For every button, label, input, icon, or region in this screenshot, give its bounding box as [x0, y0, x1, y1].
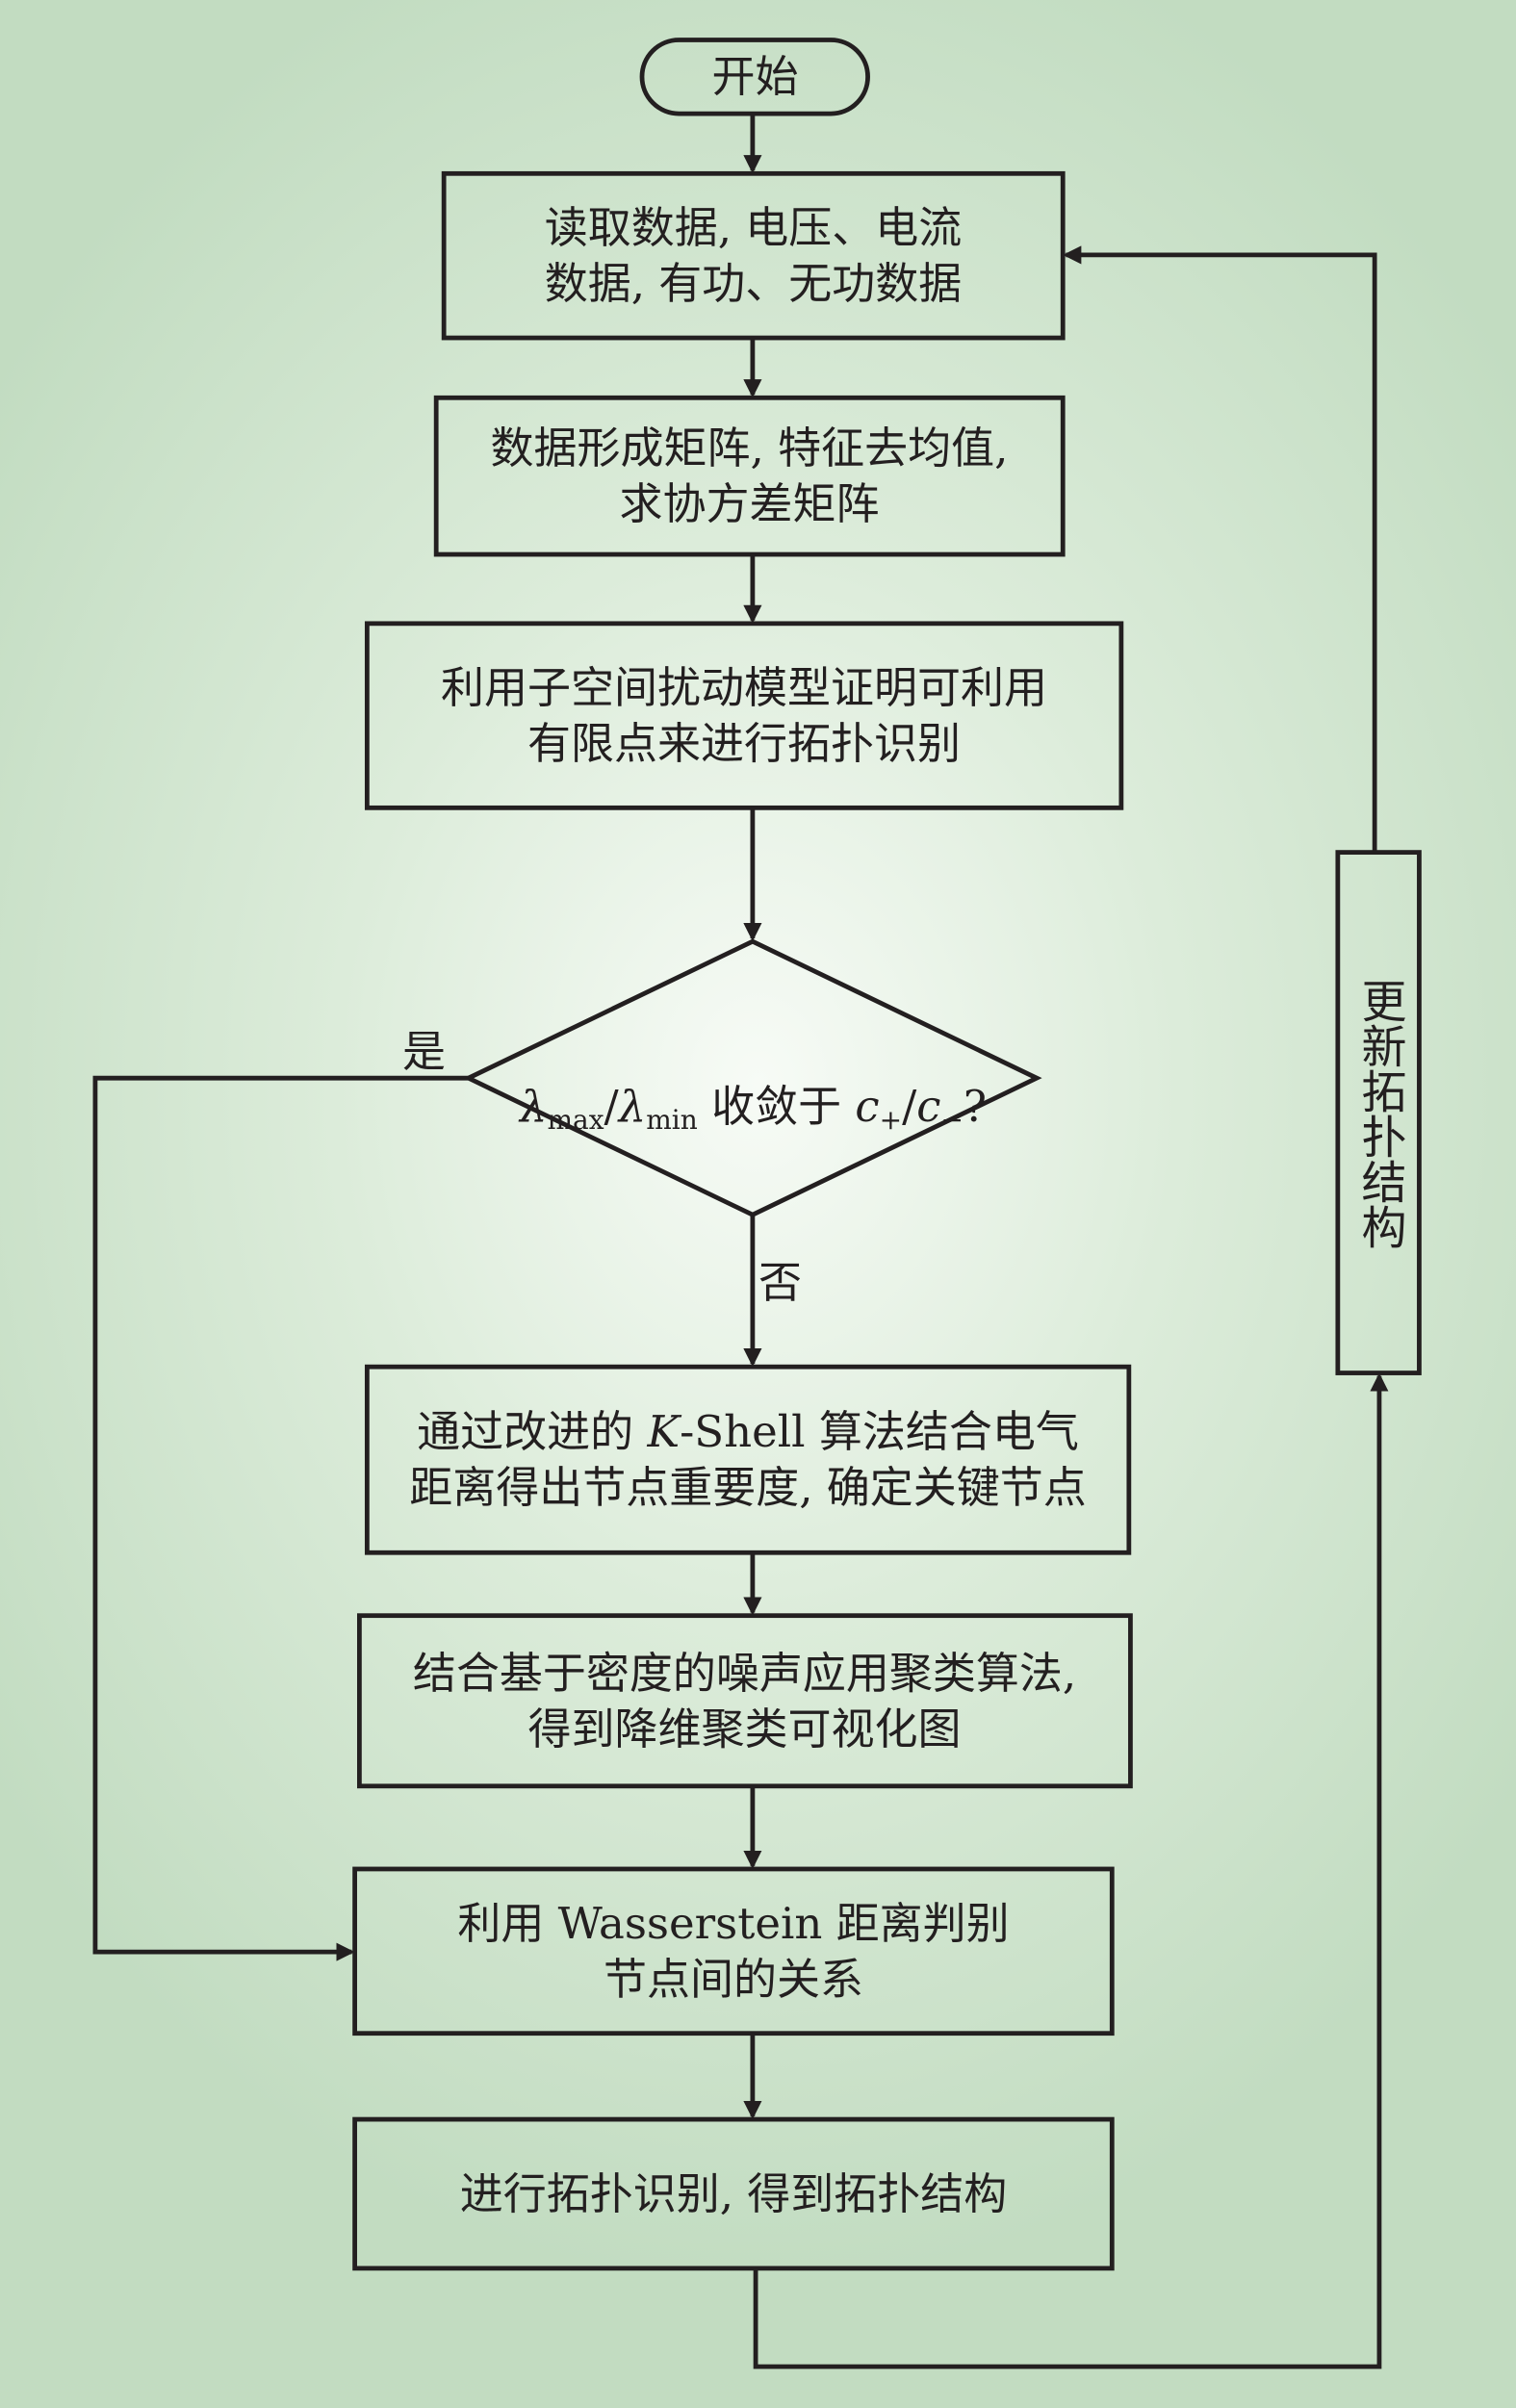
decision-question: ?	[963, 1080, 988, 1132]
edge-label-yes: 是	[402, 1026, 447, 1077]
dbscan-box	[357, 1613, 1133, 1789]
decision-sub-minus: −	[940, 1103, 964, 1136]
decision-middle: 收敛于	[697, 1080, 856, 1132]
edge-update-to-read	[1063, 245, 1377, 853]
wasserstein-box	[352, 1866, 1115, 2037]
edge-decision-yes	[92, 1075, 469, 1961]
decision-c-plus: c	[855, 1080, 880, 1132]
kshell-line-2: 距离得出节点重要度, 确定关键节点	[409, 1461, 1087, 1513]
identify-box	[352, 2116, 1115, 2271]
identify-node: 进行拓扑识别, 得到拓扑结构	[459, 2167, 1008, 2219]
kshell-line-1: 通过改进的 K-Shell 算法结合电气	[417, 1405, 1079, 1457]
wasserstein-node: 利用 Wasserstein 距离判别 节点间的关系	[457, 1897, 1010, 2005]
edge-label-no: 否	[758, 1257, 803, 1308]
start-node: 开始	[711, 50, 799, 102]
edge-identify-to-update	[753, 1372, 1389, 2370]
decision-node: λmax/λmin 收敛于 c+/c−?	[469, 941, 1038, 1216]
decision-lambda-min: λ	[618, 1080, 647, 1132]
decision-lambda-max: λ	[519, 1080, 548, 1132]
decision-sub-max: max	[547, 1103, 604, 1136]
kshell-node: 通过改进的 K-Shell 算法结合电气 距离得出节点重要度, 确定关键节点	[367, 1367, 1129, 1552]
kshell-box	[364, 1364, 1132, 1555]
dbscan-node: 结合基于密度的噪声应用聚类算法, 得到降维聚类可视化图	[412, 1647, 1077, 1755]
decision-sub-plus: +	[879, 1103, 903, 1136]
decision-slash-2: /	[902, 1080, 917, 1132]
decision-c-minus: c	[916, 1080, 941, 1132]
decision-sub-min: min	[646, 1103, 698, 1136]
matrix-node: 数据形成矩阵, 特征去均值, 求协方差矩阵	[490, 422, 1009, 529]
matrix-box	[433, 395, 1066, 557]
update-topology-node: 更新拓扑结构	[1352, 977, 1406, 1249]
decision-slash: /	[604, 1080, 619, 1132]
subspace-node: 利用子空间扰动模型证明可利用 有限点来进行拓扑识别	[440, 661, 1047, 769]
read-data-node: 读取数据, 电压、电流 数据, 有功、无功数据	[544, 201, 963, 309]
subspace-box	[364, 621, 1124, 810]
